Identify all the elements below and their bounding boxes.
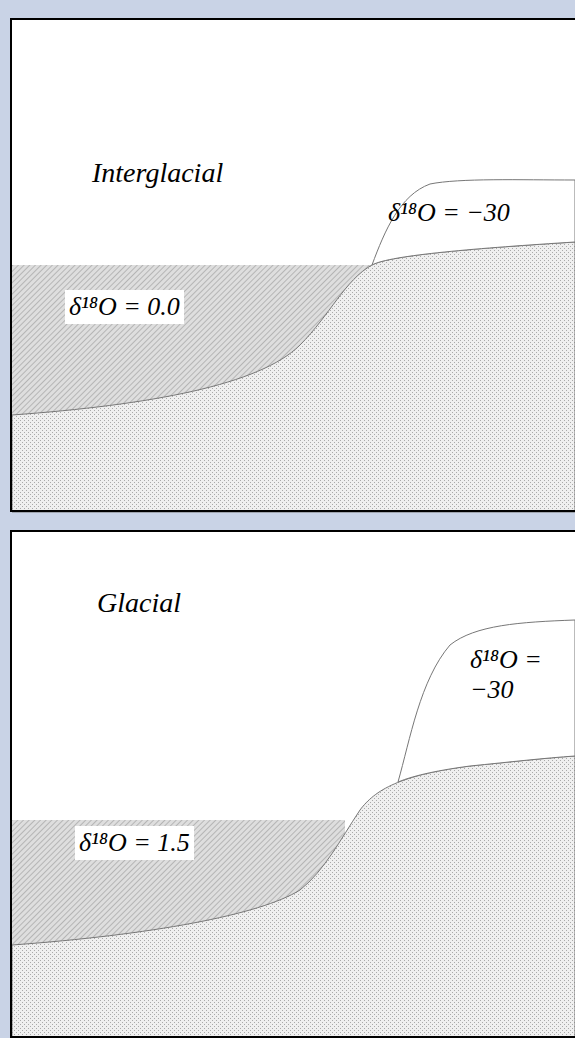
panel-ground: [10, 18, 575, 512]
panel-ground: [10, 530, 575, 1038]
isotope-value: δ¹⁸O = −30: [470, 645, 565, 705]
isotope-value: δ¹⁸O = 1.5: [75, 826, 194, 860]
land: [12, 756, 575, 1038]
panel-title: Interglacial: [92, 157, 223, 189]
panel-title: Glacial: [97, 587, 181, 619]
panel: Interglacial: [10, 18, 575, 512]
isotope-value: δ¹⁸O = −30: [388, 198, 510, 228]
land: [12, 242, 575, 512]
panel: Glacial: [10, 530, 575, 1038]
ice-sheet: [398, 620, 575, 782]
isotope-value: δ¹⁸O = 0.0: [65, 290, 184, 324]
ice-sheet: [372, 180, 575, 265]
